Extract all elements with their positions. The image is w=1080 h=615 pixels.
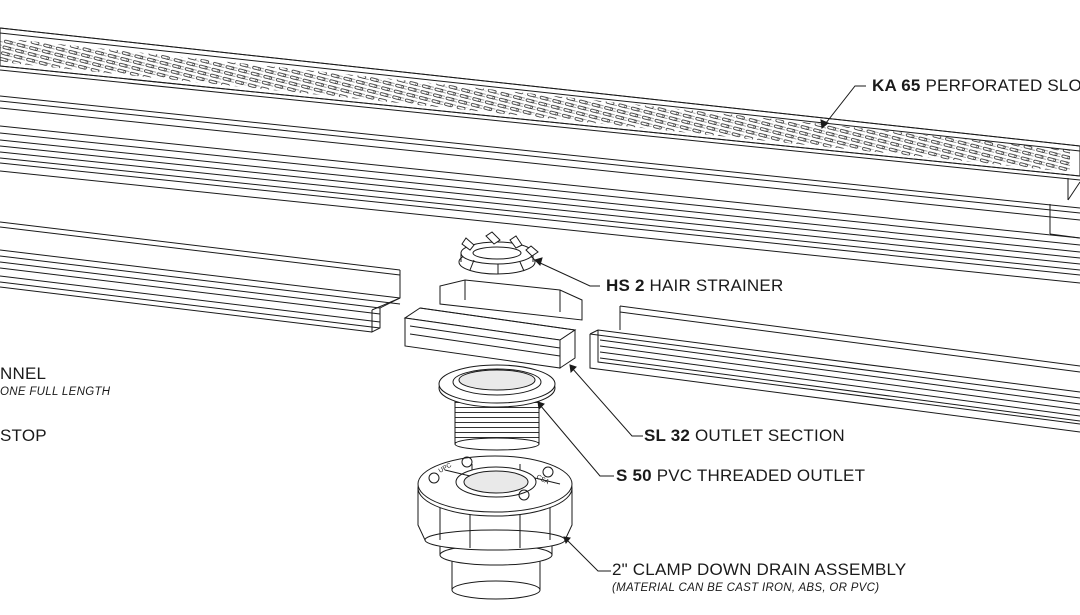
outlet-section: [403, 279, 583, 369]
right-channel-section: [589, 305, 1080, 433]
grate-text: PERFORATED SLO: [925, 76, 1080, 95]
left-channel-section: [0, 221, 401, 333]
channel-note: ONE FULL LENGTH: [0, 386, 111, 398]
threaded-outlet: [438, 364, 556, 451]
clamp-down-drain: [417, 455, 573, 600]
strainer-text: HAIR STRAINER: [649, 276, 784, 295]
hair-strainer: [458, 231, 539, 275]
outlet-section-label: SL 32 OUTLET SECTION: [644, 426, 845, 446]
perforated-grate: [0, 27, 1080, 201]
outlet-section-text: OUTLET SECTION: [695, 426, 845, 445]
threaded-outlet-text: PVC THREADED OUTLET: [656, 466, 866, 485]
outlet-section-code: SL 32: [644, 426, 691, 445]
strainer-code: HS 2: [606, 276, 645, 295]
stop-label: STOP: [0, 426, 47, 445]
grate-code: KA 65: [872, 76, 921, 95]
upper-channel-profile: [0, 95, 1080, 284]
strainer-label: HS 2 HAIR STRAINER: [606, 276, 783, 296]
leader-lines: [534, 85, 866, 572]
threaded-outlet-code: S 50: [616, 466, 652, 485]
grate-label: KA 65 PERFORATED SLO: [872, 76, 1080, 96]
channel-label: NNEL: [0, 364, 47, 383]
drain-label: 2" CLAMP DOWN DRAIN ASSEMBLY: [612, 560, 907, 579]
drain-note: (MATERIAL CAN BE CAST IRON, ABS, OR PVC): [612, 582, 880, 594]
threaded-outlet-label: S 50 PVC THREADED OUTLET: [616, 466, 865, 486]
